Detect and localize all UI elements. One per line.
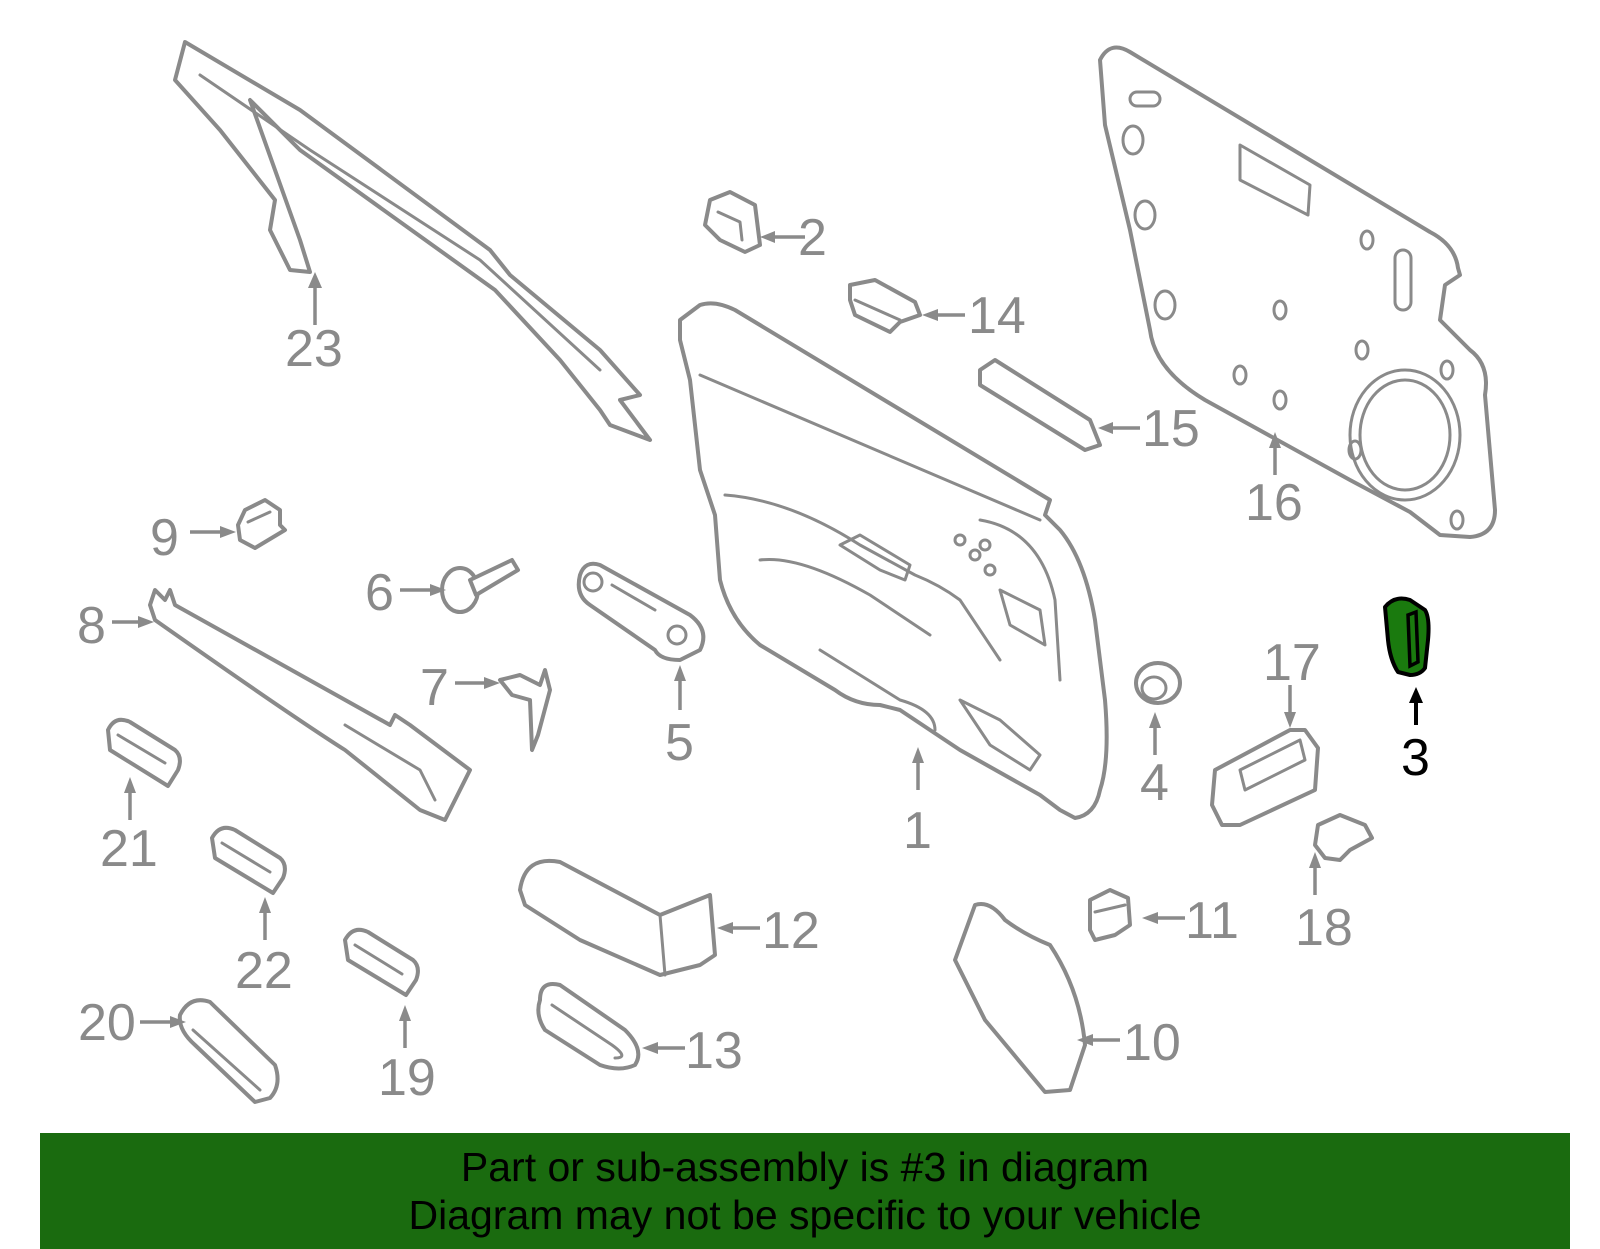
part-4-grommet[interactable] [1134,661,1182,705]
svg-text:16: 16 [1245,474,1303,532]
callout-4: 4 [1140,712,1169,812]
svg-text:22: 22 [235,942,293,1000]
svg-text:13: 13 [685,1022,743,1080]
callout-23: 23 [285,272,343,378]
callout-9: 9 [150,509,236,567]
callout-6: 6 [365,564,446,622]
svg-text:17: 17 [1263,634,1321,692]
part-13-handle-bezel[interactable] [536,982,641,1071]
callout-17: 17 [1263,634,1321,728]
banner-line-2: Diagram may not be specific to your vehi… [408,1192,1202,1238]
part-12-armrest-pad[interactable] [518,858,717,977]
part-20-handle[interactable] [177,998,280,1104]
svg-text:15: 15 [1142,400,1200,458]
svg-text:21: 21 [100,820,158,878]
part-22-switch[interactable] [210,825,287,895]
callout-8: 8 [77,597,154,655]
callout-19: 19 [378,1005,436,1107]
callout-3: 3 [1401,687,1430,787]
part-10-speaker-cover[interactable] [953,902,1087,1094]
callout-7: 7 [420,659,500,717]
part-17-switch-housing[interactable] [1210,728,1320,827]
banner-line-1: Part or sub-assembly is #3 in diagram [460,1144,1150,1190]
svg-text:6: 6 [365,564,394,622]
svg-text:8: 8 [77,597,106,655]
part-18-bracket[interactable] [1313,813,1374,862]
svg-text:11: 11 [1185,892,1239,950]
svg-text:2: 2 [798,209,827,267]
callout-11: 11 [1142,892,1239,950]
svg-text:10: 10 [1123,1014,1181,1072]
callout-21: 21 [100,777,158,878]
callout-18: 18 [1295,852,1353,957]
part-23-window-trim[interactable] [173,40,652,442]
part-3-highlighted-bezel[interactable] [1383,596,1431,677]
callout-20: 20 [78,994,186,1052]
svg-text:14: 14 [968,287,1026,345]
svg-text:23: 23 [285,320,343,378]
callout-15: 15 [1098,400,1200,458]
svg-text:9: 9 [150,509,179,567]
callout-14: 14 [922,287,1026,345]
callout-16: 16 [1245,432,1303,532]
svg-text:12: 12 [762,902,820,960]
callout-2: 2 [760,209,827,267]
part-16-panel-backing[interactable] [1098,45,1497,539]
callout-12: 12 [717,902,820,960]
part-1-door-trim-panel[interactable] [678,301,1109,820]
callout-1: 1 [903,747,932,860]
svg-text:19: 19 [378,1049,436,1107]
callout-22: 22 [235,897,293,1000]
part-5-handle-bracket[interactable] [576,561,706,662]
callout-10: 10 [1077,1014,1181,1072]
part-6-push-pin[interactable] [440,558,520,614]
svg-text:18: 18 [1295,899,1353,957]
callout-5: 5 [665,665,694,772]
info-banner: Part or sub-assembly is #3 in diagram Di… [40,1133,1570,1249]
svg-text:4: 4 [1140,754,1169,812]
part-15-pad[interactable] [978,358,1102,452]
svg-text:5: 5 [665,714,694,772]
svg-text:20: 20 [78,994,136,1052]
part-11-clip[interactable] [1088,888,1132,942]
part-14-bracket[interactable] [848,278,922,334]
callout-13: 13 [642,1022,743,1080]
svg-text:3: 3 [1401,729,1430,787]
part-19-switch[interactable] [343,927,420,997]
part-8-trim-strip[interactable] [148,588,472,822]
part-7-clip[interactable] [498,668,552,752]
part-21-switch[interactable] [106,717,182,788]
part-9-clip[interactable] [236,498,287,550]
part-2-clip[interactable] [703,190,762,254]
svg-text:7: 7 [420,659,449,717]
svg-text:1: 1 [903,802,932,860]
